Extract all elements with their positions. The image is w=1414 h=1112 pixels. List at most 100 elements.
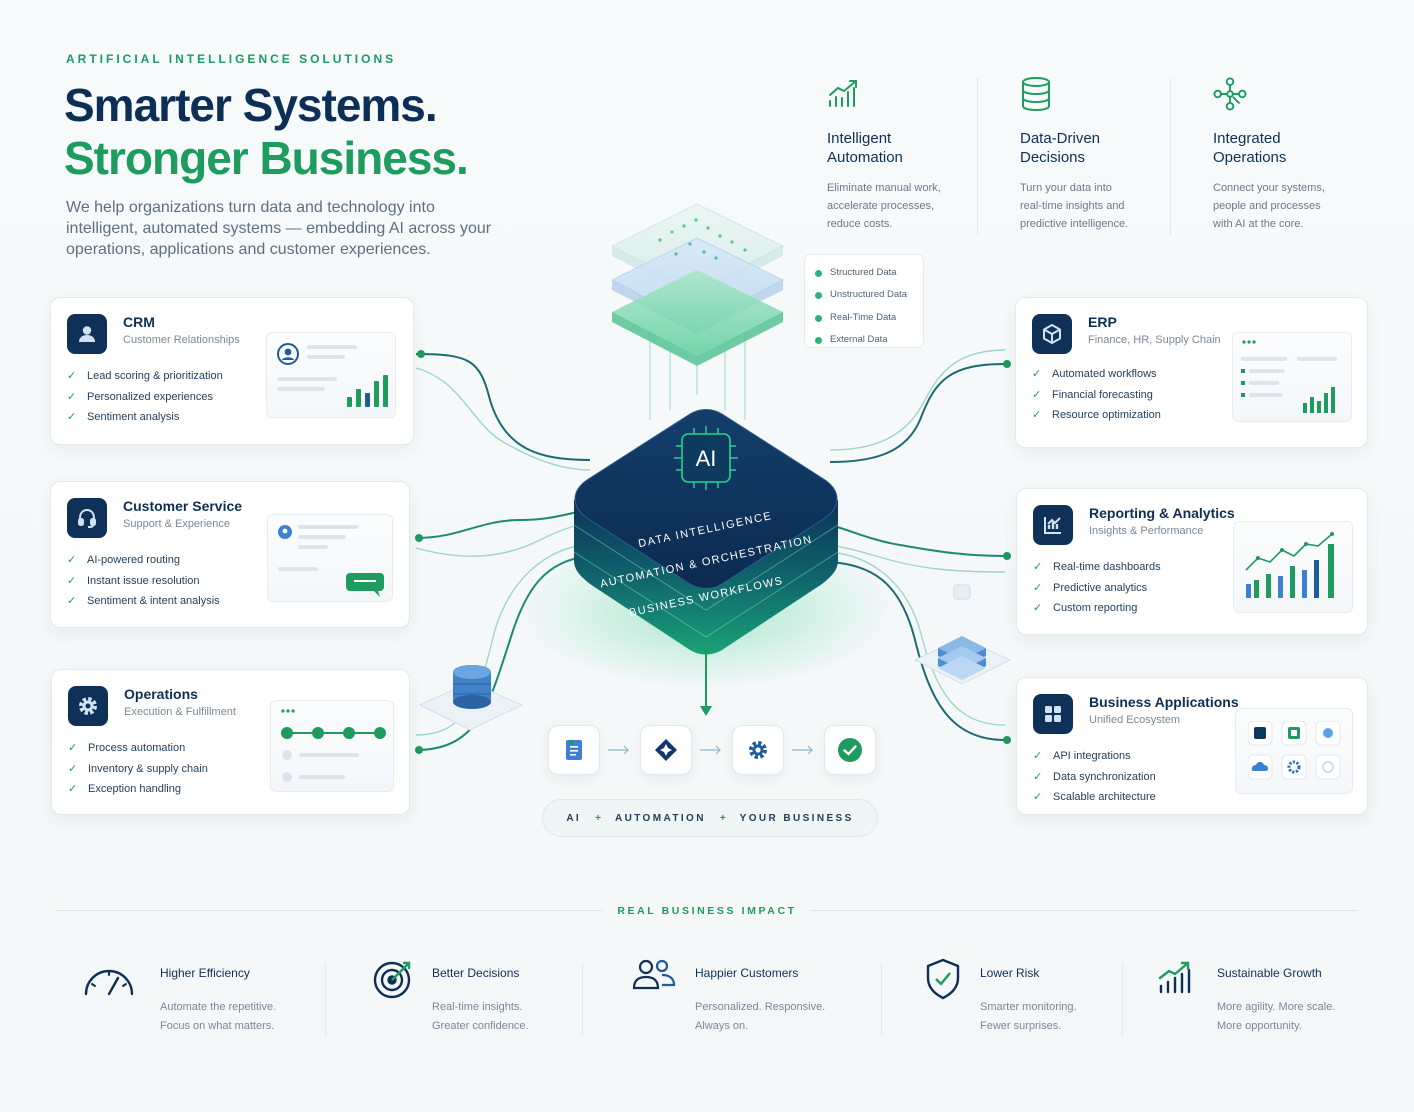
crm-preview — [266, 332, 396, 418]
chart-bar — [383, 375, 388, 407]
impact-desc-line: More agility. More scale. — [1217, 1001, 1336, 1013]
user-icon — [79, 326, 95, 342]
feature-desc-line: Turn your data into — [1020, 182, 1112, 194]
impact-desc: Smarter monitoring. Fewer surprises. — [980, 998, 1077, 1036]
card-title: Customer Service — [123, 498, 243, 514]
check-icon: ✓ — [68, 742, 78, 754]
divider — [1122, 962, 1123, 1036]
app-tiles-graphic — [1248, 721, 1341, 780]
data-particles — [658, 218, 747, 260]
impact-title: Higher Efficiency — [160, 966, 250, 980]
card-icon-box — [67, 498, 107, 538]
card-reporting-analytics[interactable]: Reporting & Analytics Insights & Perform… — [1016, 488, 1368, 635]
pipeline-label: AI + AUTOMATION + YOUR BUSINESS — [542, 799, 878, 837]
pipeline-step-document — [548, 725, 600, 775]
card-subtitle: Customer Relationships — [123, 334, 240, 346]
card-crm[interactable]: CRM Customer Relationships ✓Lead scoring… — [50, 297, 414, 445]
feature-desc-line: Connect your systems, — [1213, 182, 1325, 194]
check-icon: ✓ — [1032, 368, 1042, 380]
data-layer-stack — [610, 203, 785, 366]
legend-dot — [815, 292, 822, 300]
list-item-label: Scalable architecture — [1053, 791, 1156, 803]
chart-icon — [1044, 517, 1061, 534]
check-icon: ✓ — [67, 370, 77, 382]
feature-desc-line: accelerate processes, — [827, 200, 934, 212]
cube-icon — [1043, 324, 1061, 344]
divider — [977, 78, 978, 236]
card-erp[interactable]: ERP Finance, HR, Supply Chain ✓Automated… — [1015, 297, 1368, 448]
card-subtitle: Finance, HR, Supply Chain — [1088, 334, 1221, 346]
list-item-label: AI-powered routing — [87, 554, 180, 566]
feature-title-line: Intelligent — [827, 130, 892, 147]
impact-title: Sustainable Growth — [1217, 966, 1322, 980]
list-item: ✓Personalized experiences — [67, 387, 223, 408]
card-operations[interactable]: Operations Execution & Fulfillment ✓Proc… — [51, 669, 410, 815]
apps-preview — [1235, 708, 1353, 794]
chat-preview — [267, 514, 393, 602]
chart-bar — [374, 381, 379, 407]
legend-dot — [815, 314, 822, 322]
impact-desc-line: Smarter monitoring. — [980, 1001, 1077, 1013]
list-item-label: Sentiment & intent analysis — [87, 595, 220, 607]
analytics-preview — [1233, 521, 1353, 613]
divider — [325, 962, 326, 1036]
list-item: ✓Resource optimization — [1032, 405, 1161, 426]
profile-icon — [277, 343, 299, 365]
pipeline-step-done — [824, 725, 876, 775]
chart-bar — [365, 393, 370, 407]
lead-paragraph: We help organizations turn data and tech… — [66, 199, 492, 258]
impact-desc-line: Greater confidence. — [432, 1020, 529, 1032]
feature-title-line: Data-Driven — [1020, 130, 1101, 147]
card-customer-service[interactable]: Customer Service Support & Experience ✓A… — [50, 481, 410, 628]
card-subtitle: Execution & Fulfillment — [124, 706, 236, 718]
list-item-label: API integrations — [1053, 750, 1131, 762]
list-item: ✓AI-powered routing — [67, 550, 220, 571]
growth-icon — [1158, 961, 1191, 994]
list-item: ✓Data synchronization — [1033, 767, 1156, 788]
impact-desc-line: Fewer surprises. — [980, 1020, 1062, 1032]
check-icon: ✓ — [68, 783, 78, 795]
card-feature-list: ✓Automated workflows ✓Financial forecast… — [1032, 364, 1161, 426]
list-item: ✓Process automation — [68, 738, 208, 759]
impact-item-efficiency: Higher Efficiency Automate the repetitiv… — [82, 958, 276, 1032]
divider — [55, 910, 603, 911]
card-subtitle: Insights & Performance — [1089, 525, 1204, 537]
divider — [810, 910, 1358, 911]
card-icon-box — [67, 314, 107, 354]
list-item-label: Data synchronization — [1053, 770, 1156, 783]
feature-title-line: Integrated — [1213, 130, 1281, 147]
divider — [582, 962, 583, 1036]
placeholder-line — [298, 525, 358, 529]
check-icon: ✓ — [67, 411, 77, 423]
card-title: Operations — [124, 686, 198, 702]
impact-desc-line: Personalized. Responsive. — [695, 1001, 826, 1013]
grid-icon — [1045, 706, 1061, 722]
check-icon: ✓ — [1033, 602, 1043, 614]
left-connector-dots — [415, 350, 425, 754]
card-title: ERP — [1088, 314, 1117, 330]
list-item-label: Exception handling — [88, 783, 181, 795]
card-title: Reporting & Analytics — [1089, 505, 1235, 521]
placeholder-line — [277, 387, 325, 391]
impact-item-risk: Lower Risk Smarter monitoring.Fewer surp… — [925, 958, 1077, 1032]
card-title: CRM — [123, 314, 155, 330]
legend-dot — [815, 336, 822, 344]
left-connectors — [415, 353, 591, 751]
list-item: ✓Real-time dashboards — [1033, 557, 1161, 578]
list-item: ✓Automated workflows — [1032, 364, 1161, 385]
card-business-applications[interactable]: Business Applications Unified Ecosystem … — [1016, 677, 1368, 815]
core-output-arrow — [700, 640, 712, 716]
legend-dot — [815, 269, 822, 277]
list-item: ✓Lead scoring & prioritization — [67, 366, 223, 387]
legend-item: External Data — [815, 329, 923, 351]
card-icon-box — [68, 686, 108, 726]
shield-check-icon — [926, 958, 960, 1000]
check-icon: ✓ — [1033, 750, 1043, 762]
pipeline-label-automation: AUTOMATION — [614, 812, 706, 824]
gear-icon — [749, 741, 767, 759]
right-connector-dots — [1003, 360, 1011, 744]
